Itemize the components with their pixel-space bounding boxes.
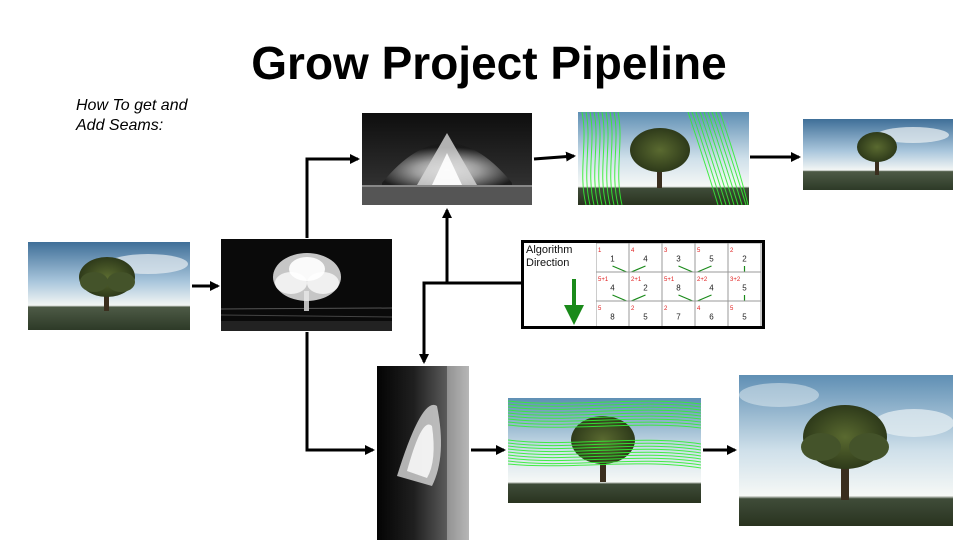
direction-arrow-icon bbox=[564, 279, 584, 325]
arrow-energy-to-vertical-map bbox=[305, 332, 375, 455]
vertical-seams-overlay bbox=[578, 112, 749, 205]
grid-value: 8 bbox=[676, 284, 681, 293]
cumulative-energy-vertical bbox=[377, 366, 469, 540]
grid-value: 4 bbox=[709, 284, 714, 293]
grid-cell bbox=[694, 300, 729, 326]
grid-value: 3 bbox=[676, 255, 681, 264]
grid-cell bbox=[596, 271, 630, 302]
energy-map-image bbox=[221, 239, 392, 331]
grid-value: 5 bbox=[643, 313, 648, 322]
grid-value: 4 bbox=[643, 255, 648, 264]
algorithm-label-line-1: Algorithm bbox=[526, 244, 573, 256]
grid-cumulative-mark: 5 bbox=[730, 306, 734, 312]
grid-cell bbox=[661, 271, 696, 302]
grid-value: 7 bbox=[676, 313, 681, 322]
arrow-energy-to-horizontal-map bbox=[305, 154, 360, 238]
grid-value: 5 bbox=[709, 255, 714, 264]
grid-cumulative-mark: 2+1 bbox=[631, 277, 642, 283]
grid-cumulative-mark: 4 bbox=[631, 248, 635, 254]
page-title: Grow Project Pipeline bbox=[251, 37, 727, 89]
seams-note-line-1: How To get and bbox=[76, 97, 188, 114]
grid-cumulative-mark: 2 bbox=[631, 306, 635, 312]
vertical-result-image bbox=[739, 375, 953, 526]
grid-cumulative-mark: 2 bbox=[730, 248, 734, 254]
grid-value: 2 bbox=[742, 255, 747, 264]
grid-cumulative-mark: 3+2 bbox=[730, 277, 741, 283]
cumulative-energy-horizontal bbox=[362, 113, 532, 205]
algorithm-direction-label: Algorithm Direction bbox=[526, 244, 572, 270]
grid-cumulative-mark: 4 bbox=[697, 306, 701, 312]
grid-value: 8 bbox=[610, 313, 615, 322]
grid-value: 5 bbox=[742, 313, 747, 322]
grid-cumulative-mark: 5+1 bbox=[598, 277, 609, 283]
grid-cell bbox=[727, 300, 762, 326]
grid-value: 6 bbox=[709, 313, 714, 322]
grid-cumulative-mark: 5 bbox=[598, 306, 602, 312]
original-tree-photo bbox=[28, 242, 190, 330]
grid-value: 5 bbox=[742, 284, 747, 293]
algorithm-label-line-2: Direction bbox=[526, 257, 570, 269]
arrow-hmap-to-seams bbox=[533, 151, 576, 162]
grid-cumulative-mark: 5 bbox=[697, 248, 701, 254]
arrow-algo-to-vmap bbox=[419, 281, 447, 364]
grid-cumulative-mark: 5+1 bbox=[664, 277, 675, 283]
horizontal-result-image bbox=[803, 119, 953, 190]
seams-note: How To get and Add Seams: bbox=[76, 96, 187, 136]
grid-cell bbox=[596, 243, 630, 273]
arrow-algo-to-hmap bbox=[442, 208, 522, 285]
horizontal-seams-overlay bbox=[508, 398, 701, 503]
grid-cumulative-mark: 2 bbox=[664, 306, 668, 312]
grid-cumulative-mark: 2+2 bbox=[697, 277, 708, 283]
grid-cumulative-mark: 3 bbox=[664, 248, 668, 254]
seams-note-line-2: Add Seams: bbox=[76, 117, 164, 134]
grid-cell bbox=[628, 300, 663, 326]
grid-value: 4 bbox=[610, 284, 615, 293]
grid-value: 2 bbox=[643, 284, 648, 293]
grid-value: 1 bbox=[610, 255, 615, 264]
grid-cumulative-mark: 1 bbox=[598, 248, 602, 254]
